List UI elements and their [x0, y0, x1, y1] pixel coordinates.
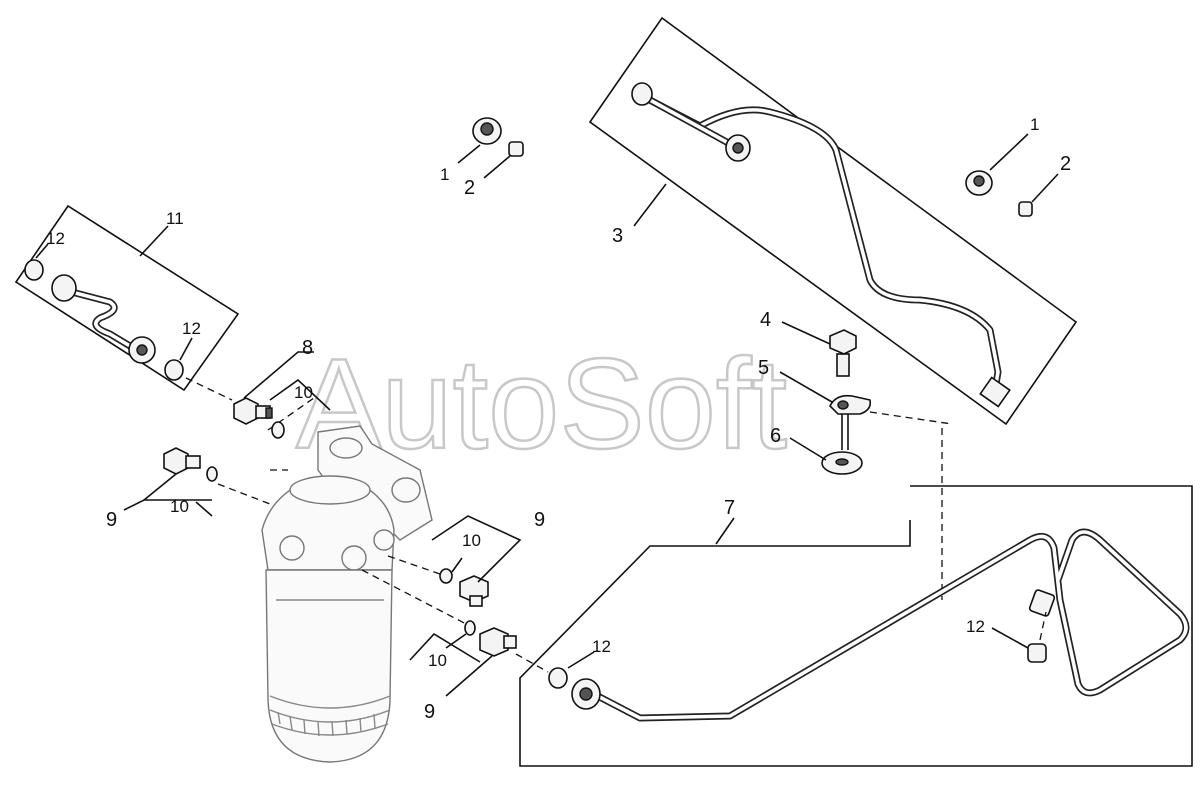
pipe-11-nut-right: [128, 336, 156, 364]
fitting-9-bottom: [479, 627, 517, 657]
callout-8: 8: [302, 337, 313, 359]
callout-10-bottom: 10: [428, 651, 447, 670]
bleed-screw-9-mid: [459, 575, 489, 607]
washer-10-mid: [439, 568, 453, 584]
bolt-4: [829, 329, 857, 377]
fitting-8: [233, 397, 273, 425]
washer-10-bottom: [464, 620, 476, 636]
sleeve-2-top-left: [508, 141, 524, 157]
callout-1-top-left: 1: [440, 165, 449, 184]
nut-1-top-left: [472, 117, 502, 145]
fitting-9-left: [163, 447, 201, 475]
pipe-3-nut-end: [979, 376, 1011, 408]
callout-12-box-top: 12: [46, 229, 65, 248]
callout-2-top-right: 2: [1060, 153, 1071, 175]
pipe-7-nut: [571, 678, 601, 710]
callout-10-top: 10: [294, 383, 313, 402]
callout-3: 3: [612, 225, 623, 247]
washer-6: [821, 451, 863, 475]
callout-5: 5: [758, 357, 769, 379]
pipe-7-group: [519, 428, 1193, 767]
callout-10-mid: 10: [462, 531, 481, 550]
callout-7: 7: [724, 497, 735, 519]
sleeve-12-box-top: [24, 259, 44, 281]
callout-9-left: 9: [106, 509, 117, 531]
callout-10-left: 10: [170, 497, 189, 516]
sleeve-12-lower-mid: [548, 667, 568, 689]
washer-10-top: [271, 421, 285, 439]
fuel-filter: [261, 425, 433, 763]
clip-5: [829, 394, 872, 450]
pipe-11-group: [14, 204, 240, 392]
pipe-7-banjo: [1028, 589, 1056, 617]
callout-2-top-left: 2: [464, 177, 475, 199]
callout-9-mid: 9: [534, 509, 545, 531]
sleeve-12-lower-right: [1027, 643, 1047, 663]
pipe-3-group: [588, 16, 1078, 426]
callout-1-top-right: 1: [1030, 115, 1039, 134]
pipe-3-nut-top: [631, 82, 653, 106]
callout-12-box-right: 12: [182, 319, 201, 338]
callout-4: 4: [760, 309, 771, 331]
pipe-11-nut-left: [51, 274, 77, 302]
callout-12-lower-mid: 12: [592, 637, 611, 656]
sleeve-12-box-right: [164, 359, 184, 381]
callout-12-lower-right: 12: [966, 617, 985, 636]
callout-6: 6: [770, 425, 781, 447]
washer-10-left: [206, 466, 218, 482]
nut-1-top-right: [965, 170, 993, 196]
callout-9-bottom: 9: [424, 701, 435, 723]
pipe-3-nut-mid: [725, 134, 751, 162]
callout-11: 11: [166, 209, 184, 228]
sleeve-2-top-right: [1018, 201, 1033, 217]
